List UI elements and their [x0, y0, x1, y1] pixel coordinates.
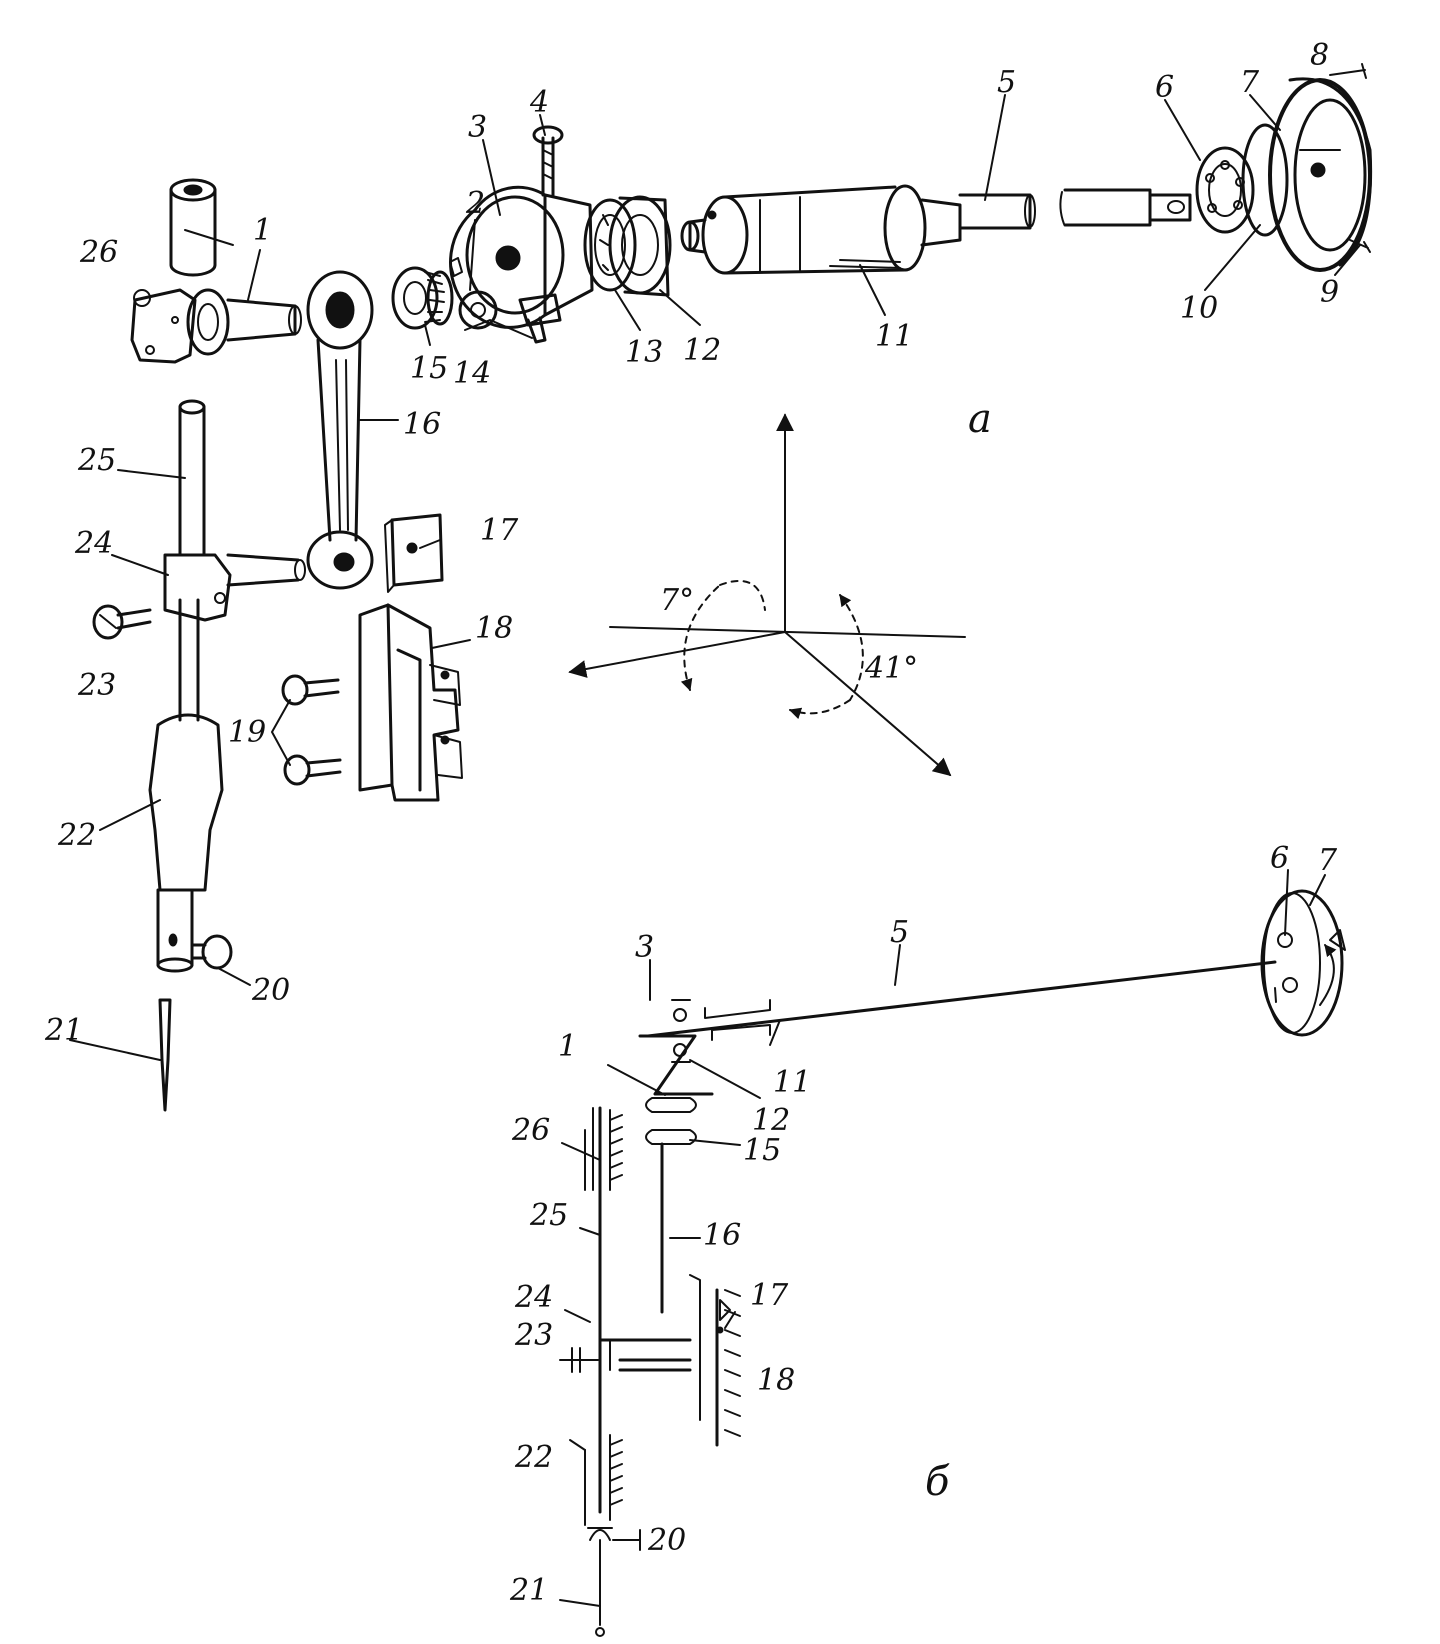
view-label-a: a [968, 396, 992, 442]
label-2: 2 [465, 186, 485, 221]
part-1-crank [130, 288, 302, 364]
label-18: 18 [475, 611, 513, 646]
label-17: 17 [480, 513, 519, 548]
label-1: 1 [253, 213, 272, 248]
label-25: 25 [77, 443, 116, 478]
label-b-6: 6 [1270, 841, 1289, 876]
angle-41: 41° [864, 651, 918, 686]
label-19: 19 [228, 715, 266, 750]
label-6: 6 [1155, 70, 1174, 105]
part-7-pulley [1195, 63, 1373, 272]
label-3: 3 [468, 110, 487, 145]
part-3-crank-disc [449, 125, 594, 344]
label-b-18: 18 [757, 1363, 795, 1398]
label-24: 24 [74, 526, 113, 561]
label-7: 7 [1240, 65, 1260, 100]
part-19-screws [271, 674, 342, 786]
label-b-25: 25 [529, 1198, 568, 1233]
angle-7: 7° [660, 583, 694, 618]
view-label-b: б [925, 1459, 950, 1505]
label-b-3: 3 [635, 930, 654, 965]
label-4: 4 [529, 85, 549, 120]
label-15: 15 [410, 351, 448, 386]
kinematic-view-b: 3 5 6 7 1 11 12 15 26 16 25 24 17 23 18 … [509, 841, 1346, 1637]
part-26-bushing [169, 178, 217, 277]
label-b-16: 16 [703, 1218, 741, 1253]
label-b-23: 23 [514, 1318, 553, 1353]
part-17-plate [384, 513, 444, 593]
part-22-holder [148, 713, 224, 973]
label-b-15: 15 [743, 1133, 781, 1168]
label-b-22: 22 [514, 1440, 553, 1475]
label-b-5: 5 [890, 915, 909, 950]
label-b-7: 7 [1318, 843, 1338, 878]
part-16-connecting-rod [306, 270, 374, 590]
label-12: 12 [683, 333, 721, 368]
part-25-needle-bar [178, 399, 206, 722]
label-b-21: 21 [509, 1573, 548, 1608]
label-b-20: 20 [647, 1523, 686, 1558]
exploded-view-a: 26 1 3 4 2 5 6 7 8 10 9 11 12 13 14 15 1… [44, 38, 1373, 1112]
part-11-cylinder [680, 184, 927, 275]
label-b-26: 26 [511, 1113, 550, 1148]
label-b-17: 17 [750, 1278, 789, 1313]
label-20: 20 [251, 973, 290, 1008]
label-5: 5 [997, 65, 1016, 100]
part-21-needle [158, 998, 172, 1112]
part-13-12-bearing [583, 195, 672, 297]
part-18-guide [358, 603, 463, 802]
label-b-11: 11 [773, 1065, 811, 1100]
label-10: 10 [1180, 291, 1218, 326]
leader-lines-a [69, 94, 1361, 1061]
part-23-screw [92, 604, 152, 640]
label-26: 26 [79, 235, 118, 270]
part-15-ring [391, 266, 454, 330]
label-13: 13 [625, 335, 663, 370]
label-21: 21 [44, 1013, 83, 1048]
label-b-24: 24 [514, 1280, 553, 1315]
label-b-1: 1 [558, 1029, 577, 1064]
label-14: 14 [453, 356, 491, 391]
labels-a: 26 1 3 4 2 5 6 7 8 10 9 11 12 13 14 15 1… [44, 38, 1339, 1048]
label-16: 16 [403, 407, 441, 442]
part-20-screw [191, 934, 233, 970]
label-11: 11 [875, 319, 913, 354]
label-23: 23 [77, 668, 116, 703]
label-9: 9 [1320, 275, 1339, 310]
axes-symbol: 7° 41° [568, 413, 966, 777]
part-5-shaft [920, 188, 1192, 247]
label-22: 22 [57, 818, 96, 853]
label-8: 8 [1310, 38, 1329, 73]
part-24-clamp [163, 553, 306, 622]
label-b-12: 12 [752, 1103, 790, 1138]
